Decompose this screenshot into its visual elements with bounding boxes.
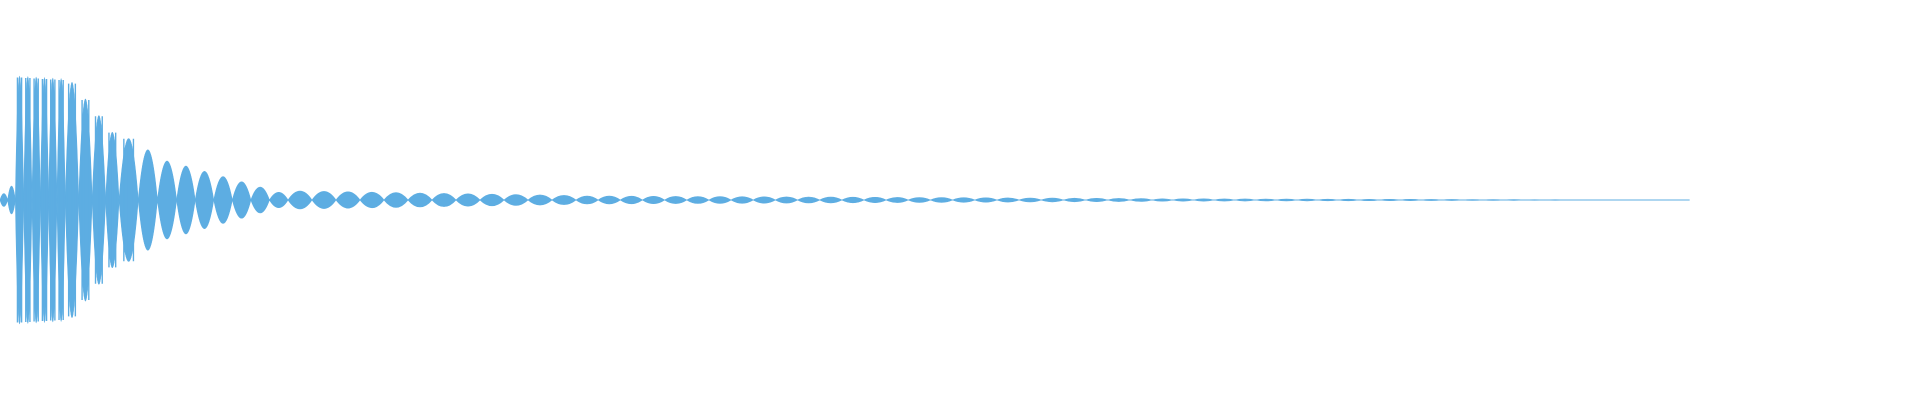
- waveform-lobe: [1084, 198, 1109, 202]
- waveform-lobe: [311, 191, 337, 209]
- waveform-lobe: [1462, 199, 1483, 201]
- waveform-lobe: [885, 197, 910, 203]
- waveform-lobe: [1338, 198, 1359, 202]
- waveform-lobe: [1151, 198, 1173, 202]
- waveform-lobe: [383, 192, 409, 208]
- waveform-lobe: [213, 176, 233, 224]
- waveform-lobe: [1276, 198, 1297, 202]
- waveform-lobe: [269, 191, 289, 209]
- waveform-lobe: [250, 186, 270, 214]
- waveform-lobe: [1018, 197, 1043, 203]
- waveform-lobe: [1400, 199, 1421, 201]
- waveform-lobe: [841, 196, 865, 204]
- waveform-lobe: [619, 195, 643, 205]
- waveform-lobe: [455, 193, 481, 207]
- waveform-lobe: [752, 196, 776, 204]
- waveform-lobe: [1379, 199, 1401, 201]
- waveform-lobe: [1358, 198, 1380, 202]
- waveform-lobe: [951, 197, 976, 203]
- waveform-lobe: [1420, 199, 1442, 201]
- waveform-lobe: [1482, 199, 1504, 201]
- waveform-lobe: [1106, 198, 1131, 202]
- waveform-lobe: [1524, 199, 1545, 201]
- waveform-lobe: [973, 197, 998, 203]
- waveform-lobe: [1255, 198, 1277, 202]
- waveform-lobe: [575, 195, 599, 205]
- waveform-lobe: [1317, 198, 1339, 202]
- waveform-lobe: [0, 193, 8, 207]
- waveform-lobe: [1040, 197, 1065, 203]
- waveform-lobe: [1128, 198, 1154, 202]
- waveform-lobe: [1172, 198, 1194, 202]
- waveform-lobe: [774, 196, 799, 204]
- waveform-lobe: [1565, 199, 1587, 201]
- waveform-lobe: [929, 197, 954, 203]
- waveform-lobe: [479, 193, 505, 207]
- waveform-lobe: [1441, 199, 1463, 201]
- waveform-lobe: [157, 161, 177, 239]
- waveform-lobe: [796, 196, 821, 204]
- waveform-lobe: [686, 196, 710, 204]
- waveform-lobe: [335, 191, 361, 209]
- waveform-lobe: [232, 181, 252, 219]
- waveform-lobe: [597, 195, 621, 205]
- waveform-lobe: [730, 196, 754, 204]
- waveform-lobe: [641, 196, 666, 204]
- waveform-lobe: [431, 193, 457, 207]
- waveform-lobe: [1193, 198, 1215, 202]
- waveform-lobe: [1503, 199, 1525, 201]
- waveform-lobe: [359, 191, 385, 209]
- waveform-lobe: [137, 149, 158, 251]
- waveform-lobe: [907, 197, 932, 203]
- waveform-lobe: [551, 195, 577, 205]
- waveform-lobe: [996, 197, 1020, 203]
- waveform-lobe: [194, 170, 215, 230]
- waveform-lobe: [527, 194, 553, 206]
- waveform-lobe: [863, 197, 887, 203]
- waveform-lobe: [407, 192, 433, 208]
- waveform-lobe: [1062, 197, 1087, 203]
- waveform-lobe: [287, 190, 313, 210]
- waveform-lobe: [1234, 198, 1256, 202]
- waveform-lobe: [503, 194, 529, 206]
- waveform-lobe: [176, 165, 196, 235]
- waveform-lobe: [1544, 199, 1566, 201]
- waveform-lobe: [1296, 198, 1318, 202]
- waveform-lobe: [1213, 198, 1235, 202]
- waveform-trace: [0, 76, 1690, 324]
- waveform-lobe: [708, 196, 732, 204]
- waveform-lobe: [819, 196, 843, 204]
- waveform-lobe: [7, 185, 16, 215]
- waveform-lobe: [664, 196, 688, 204]
